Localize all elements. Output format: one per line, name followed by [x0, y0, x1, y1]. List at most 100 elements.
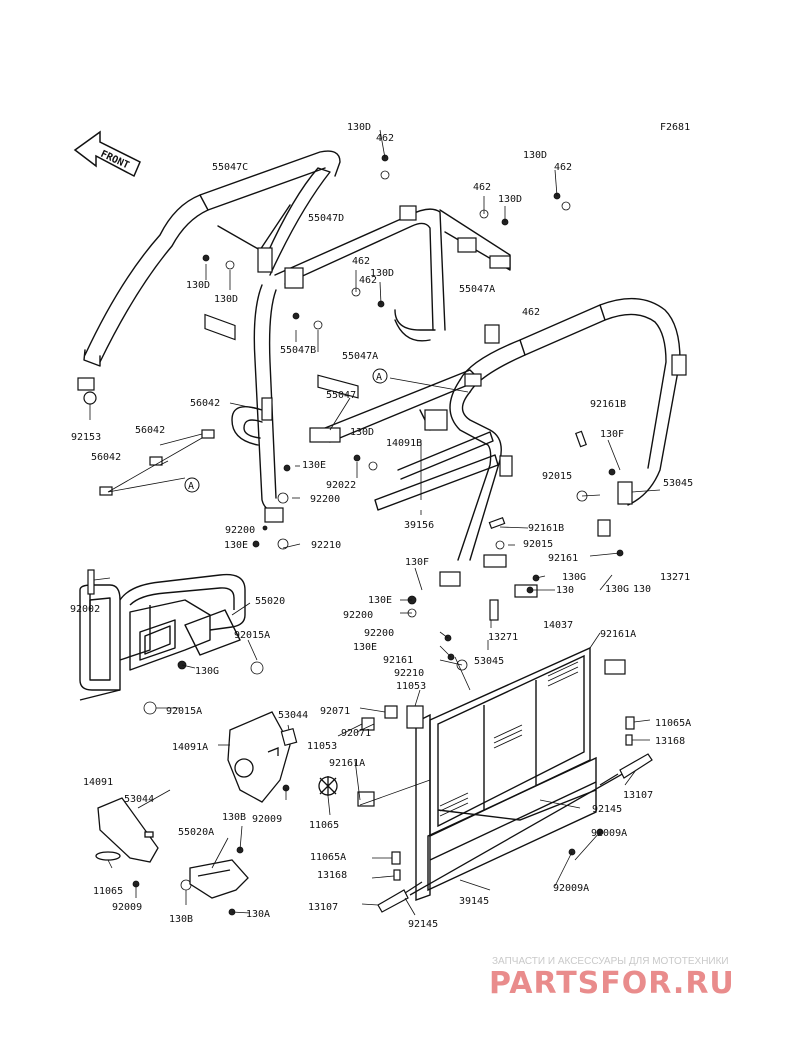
watermark-brand: PARTSFOR.RU — [489, 966, 735, 1001]
part-label: 55020 — [255, 596, 285, 607]
part-label: 130D — [523, 150, 547, 161]
part-label: 92161A — [600, 629, 636, 640]
part-label: 55047D — [308, 213, 344, 224]
part-label: 53044 — [278, 710, 308, 721]
part-label: 92145 — [592, 804, 622, 815]
part-label: 13168 — [317, 870, 347, 881]
part-label: 92002 — [70, 604, 100, 615]
part-label: 130D — [214, 294, 238, 305]
bracket-55020a-drawing — [189, 859, 249, 899]
part-label: 92145 — [408, 919, 438, 930]
part-label: 14091 — [83, 777, 113, 788]
part-label: 39145 — [459, 896, 489, 907]
leader-lines — [89, 129, 661, 916]
part-label: 14091B — [386, 438, 422, 449]
part-label: 92071 — [341, 728, 371, 739]
part-label: 56042 — [135, 425, 165, 436]
bracket-hardware — [77, 205, 687, 598]
part-label: 92200 — [364, 628, 394, 639]
part-label: 14037 — [543, 620, 573, 631]
part-label: 130B — [169, 914, 193, 925]
part-label: 92210 — [311, 540, 341, 551]
part-label: 92071 — [320, 706, 350, 717]
part-label: 53045 — [663, 478, 693, 489]
watermark-subtitle: ЗАПЧАСТИ И АКСЕССУАРЫ ДЛЯ МОТОТЕХНИКИ — [492, 956, 729, 967]
part-label: 130E — [224, 540, 248, 551]
part-label: 130G — [195, 666, 219, 677]
part-label: 92022 — [326, 480, 356, 491]
callout-a: A — [376, 372, 382, 383]
part-label: 56042 — [190, 398, 220, 409]
part-label: 92210 — [394, 668, 424, 679]
part-label: 462 — [473, 182, 491, 193]
part-label: 130D — [350, 427, 374, 438]
part-label: 11053 — [396, 681, 426, 692]
part-label: 53044 — [124, 794, 154, 805]
reference-callouts: A A — [184, 368, 388, 493]
part-label: 130E — [353, 642, 377, 653]
part-label: 462 — [352, 256, 370, 267]
part-label: 55047C — [212, 162, 248, 173]
knob-11065-drawing — [318, 776, 338, 796]
part-label: 13107 — [623, 790, 653, 801]
rod-39145-drawing — [409, 763, 641, 896]
part-label: 462 — [522, 307, 540, 318]
part-label: 130 — [556, 585, 574, 596]
part-label: 130 — [633, 584, 651, 595]
part-label: 462 — [376, 133, 394, 144]
part-label: 55047 — [326, 390, 356, 401]
part-label: 13271 — [488, 632, 518, 643]
part-label: 55047A — [342, 351, 378, 362]
part-label: 130F — [600, 429, 624, 440]
bolt-92002 — [87, 569, 95, 595]
part-label: 130E — [302, 460, 326, 471]
part-label: 130G — [605, 584, 629, 595]
part-label: 11053 — [307, 741, 337, 752]
part-label: 130D — [498, 194, 522, 205]
part-label: 92009 — [112, 902, 142, 913]
part-label: 13271 — [660, 572, 690, 583]
part-label: 92009 — [252, 814, 282, 825]
part-label: 92009A — [591, 828, 627, 839]
part-label: 462 — [359, 275, 377, 286]
part-labels: 130D46255047C130D462462130D55047D462130D… — [70, 122, 693, 930]
front-bumper-drawing — [79, 573, 246, 701]
part-label: 92161A — [329, 758, 365, 769]
part-label: 55020A — [178, 827, 214, 838]
part-label: 53045 — [474, 656, 504, 667]
part-label: 13168 — [655, 736, 685, 747]
part-label: 462 — [554, 162, 572, 173]
guard-14091a-drawing — [227, 711, 291, 803]
part-label: 130G — [562, 572, 586, 583]
part-label: 56042 — [91, 452, 121, 463]
part-label: 55047B — [280, 345, 316, 356]
part-label: 92015 — [523, 539, 553, 550]
part-label: 11065A — [655, 718, 691, 729]
part-label: 130A — [246, 909, 270, 920]
part-label: 92153 — [71, 432, 101, 443]
part-label: 39156 — [404, 520, 434, 531]
callout-a: A — [188, 481, 194, 492]
part-label: 92161 — [383, 655, 413, 666]
part-label: 130D — [186, 280, 210, 291]
part-label: 92015 — [542, 471, 572, 482]
figure-code: F2681 — [660, 122, 690, 133]
cargo-screen-14037-drawing — [415, 646, 597, 901]
part-label: 11065 — [309, 820, 339, 831]
guard-14091-drawing — [95, 797, 159, 863]
part-label: 92200 — [225, 525, 255, 536]
part-label: 11065 — [93, 886, 123, 897]
part-label: 92161B — [590, 399, 626, 410]
part-label: 13107 — [308, 902, 338, 913]
part-label: 130F — [405, 557, 429, 568]
part-label: 92200 — [310, 494, 340, 505]
part-label: 92015A — [166, 706, 202, 717]
part-label: 92009A — [553, 883, 589, 894]
part-label: 130D — [370, 268, 394, 279]
part-label: 92161 — [548, 553, 578, 564]
part-label: 92161B — [528, 523, 564, 534]
part-label: 55047A — [459, 284, 495, 295]
part-label: 92015A — [234, 630, 270, 641]
